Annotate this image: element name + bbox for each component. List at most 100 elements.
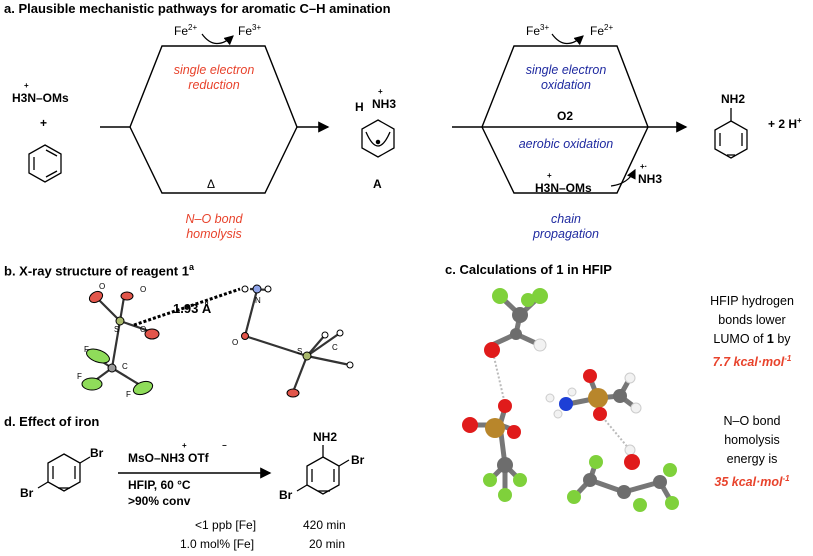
left-hexagon-bottom bbox=[129, 126, 298, 194]
product-d-br2: Br bbox=[279, 488, 293, 502]
xray-atoms bbox=[81, 284, 354, 398]
homolysis-line3: energy is bbox=[726, 452, 778, 466]
hfip-line1: HFIP hydrogen bbox=[710, 294, 794, 308]
hydrogen-bond-dots bbox=[133, 287, 241, 327]
fe2-sup: 2+ bbox=[188, 23, 198, 32]
hfip-lumo-text: HFIP hydrogen bonds lower LUMO of 1 by 7… bbox=[693, 292, 811, 372]
intermediate-charge: + bbox=[378, 87, 383, 96]
reagent-charge: + bbox=[24, 81, 29, 90]
left-lower-line1: N–O bond bbox=[185, 212, 243, 226]
homolysis-value-sup: -1 bbox=[782, 474, 790, 483]
homolysis-value: 35 kcal·mol-1 bbox=[693, 469, 811, 492]
intermediate-h: H bbox=[355, 100, 364, 114]
chain-reagent: +H3N–OMs bbox=[535, 171, 592, 195]
right-fe2-label: Fe2+ bbox=[590, 23, 613, 38]
atom-label-o2: O bbox=[140, 285, 147, 294]
intermediate-ring bbox=[361, 119, 395, 158]
hbond-dashes bbox=[493, 356, 631, 451]
reaction-reagent-text: MsO–NH3 OTf bbox=[128, 451, 209, 465]
plus-sign: + bbox=[40, 116, 48, 130]
hfip-line3a: LUMO of bbox=[713, 332, 764, 346]
section-b-title: b. X-ray structure of reagent 1a bbox=[4, 262, 194, 278]
homolysis-line2: homolysis bbox=[724, 433, 780, 447]
br-left: Br bbox=[20, 486, 34, 500]
product-ring-d bbox=[296, 445, 350, 495]
right-fe2-text: Fe bbox=[590, 24, 605, 38]
plus-2h-text: + 2 H bbox=[768, 117, 798, 131]
atom-label-f2: F bbox=[77, 372, 82, 381]
homolysis-energy-text: N–O bond homolysis energy is 35 kcal·mol… bbox=[693, 412, 811, 492]
right-hexagon-top bbox=[452, 45, 688, 133]
reagent-minus: − bbox=[222, 441, 227, 450]
product-d-br1: Br bbox=[351, 453, 365, 467]
aerobic-label: aerobic oxidation bbox=[518, 137, 614, 151]
chain-reagent-charge: + bbox=[547, 171, 552, 180]
br-top: Br bbox=[90, 446, 104, 460]
atom-label-o4: O bbox=[232, 338, 239, 347]
model-atoms bbox=[462, 288, 679, 512]
atom-label-f3: F bbox=[126, 390, 131, 399]
right-fe2-sup: 2+ bbox=[604, 23, 614, 32]
atom-label-f1: F bbox=[84, 345, 89, 354]
lumo-value: 7.7 kcal·mol-1 bbox=[693, 349, 811, 372]
lumo-value-text: 7.7 kcal·mol bbox=[712, 355, 785, 370]
product-d-nh2: NH2 bbox=[313, 430, 338, 444]
left-hexagon-top bbox=[100, 45, 330, 133]
section-c-title: c. Calculations of 1 in HFIP bbox=[445, 262, 612, 277]
atom-label-n: N bbox=[255, 296, 261, 305]
nh3-radical: +·NH3 bbox=[638, 162, 662, 186]
table-row-1-fe: <1 ppb [Fe] bbox=[195, 518, 257, 532]
reagent-a: +H3N–OMs bbox=[12, 81, 69, 105]
reagent-text: H3N–OMs bbox=[12, 91, 69, 105]
right-lower-line2: propagation bbox=[532, 227, 600, 241]
intermediate-nh3-text: NH3 bbox=[372, 97, 397, 111]
section-d-title: d. Effect of iron bbox=[4, 414, 100, 429]
table-row-2-time: 20 min bbox=[309, 537, 346, 551]
left-upper-line2: reduction bbox=[188, 78, 240, 92]
left-fe-curved-arrow bbox=[201, 33, 234, 46]
reagent-plus: + bbox=[182, 441, 187, 450]
hbond-distance: 1.93 Å bbox=[173, 301, 212, 316]
plus-2h: + 2 H+ bbox=[768, 116, 802, 131]
right-fe3-text: Fe bbox=[526, 24, 541, 38]
atom-label-o1: O bbox=[99, 282, 106, 291]
right-upper-line2: oxidation bbox=[540, 78, 592, 92]
section-b-text: b. X-ray structure of reagent 1 bbox=[4, 263, 189, 279]
hfip-line2: bonds lower bbox=[718, 313, 786, 327]
fe3-sup: 3+ bbox=[252, 23, 262, 32]
section-a-title: a. Plausible mechanistic pathways for ar… bbox=[4, 1, 391, 16]
section-b-superscript: a bbox=[188, 262, 194, 272]
atom-label-o3: O bbox=[140, 325, 147, 334]
atom-label-c1: C bbox=[122, 362, 128, 371]
right-fe3-label: Fe3+ bbox=[526, 23, 549, 38]
left-lower-line2: homolysis bbox=[186, 227, 242, 241]
delta-label: Δ bbox=[207, 177, 216, 191]
right-upper-line1: single electron bbox=[525, 63, 607, 77]
nh3-radical-charge: +· bbox=[640, 162, 648, 171]
aniline-ring bbox=[714, 108, 748, 159]
fe3-label: Fe3+ bbox=[238, 23, 261, 38]
hfip-line3b: by bbox=[777, 332, 791, 346]
intermediate-nh3: +NH3 bbox=[372, 87, 397, 111]
atom-label-s2: S bbox=[297, 347, 303, 356]
dibromobenzene bbox=[37, 453, 91, 492]
benzene-left bbox=[28, 144, 62, 183]
atom-label-s1: S bbox=[114, 325, 120, 334]
fe3-text: Fe bbox=[238, 24, 253, 38]
product-nh2: NH2 bbox=[721, 92, 746, 106]
chain-reagent-text: H3N–OMs bbox=[535, 181, 592, 195]
lumo-value-sup: -1 bbox=[784, 354, 792, 363]
nh3-radical-curved-arrow bbox=[610, 168, 636, 187]
plus-2h-sup: + bbox=[797, 116, 802, 125]
right-hexagon-bottom bbox=[481, 126, 649, 194]
reaction-reagent: + − MsO–NH3 OTf bbox=[128, 441, 227, 465]
atom-label-c2: C bbox=[332, 343, 338, 352]
fe2-text: Fe bbox=[174, 24, 189, 38]
